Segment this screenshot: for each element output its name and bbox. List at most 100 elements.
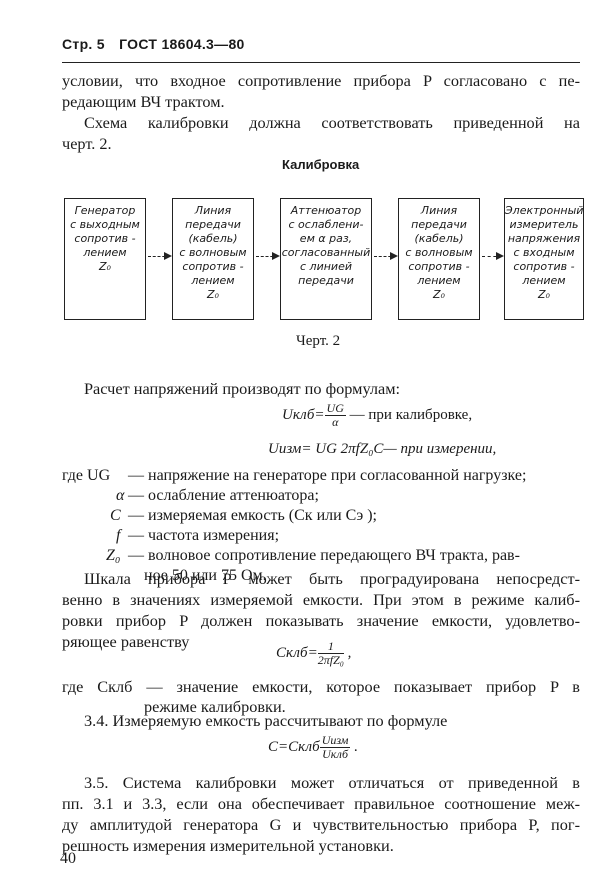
box-text: сопротив - xyxy=(513,260,575,273)
standard-number: ГОСТ 18604.3—80 xyxy=(119,36,245,52)
calc-intro: Расчет напряжений производят по формулам… xyxy=(84,379,401,398)
definition-text: — ослабление аттенюатора; xyxy=(128,487,319,504)
definition-list: где UG — напряжение на генераторе при со… xyxy=(62,466,582,586)
box-text: с волновым xyxy=(179,246,247,259)
definition-text: ное 50 или 75 Ом. xyxy=(144,567,267,584)
arrow-3 xyxy=(374,252,398,260)
denominator: 2πfZ₀ xyxy=(317,653,344,667)
box-text: с входным xyxy=(513,246,575,259)
generator-box: Генератор с выходным сопротив - лением Z… xyxy=(64,198,146,320)
diagram-title: Калибровка xyxy=(282,157,360,172)
intro-line-1: условии, что входное сопротивление прибо… xyxy=(62,71,580,90)
numerator: 1 xyxy=(317,640,344,654)
denominator: Uклб xyxy=(322,747,349,761)
attenuator-box: Аттенюатор с ослаблени- ем α раз, соглас… xyxy=(280,198,372,320)
box-text: (кабель) xyxy=(414,232,464,245)
box-text: ем α раз, xyxy=(299,232,353,245)
definition-symbol: f xyxy=(116,527,121,544)
intro-line-4: черт. 2. xyxy=(62,134,112,153)
box-text: согласованный xyxy=(281,246,371,259)
denominator: α xyxy=(332,415,339,429)
definition-row: α — ослабление аттенюатора; xyxy=(62,486,582,506)
box-text: сопротив - xyxy=(408,260,470,273)
box-text: передачи xyxy=(411,218,467,231)
box-text: с выходным xyxy=(70,218,140,231)
numerator: Uизм xyxy=(319,733,351,748)
definition-row: f — частота измерения; xyxy=(62,526,582,546)
box-text: Линия xyxy=(194,204,232,217)
box-text: сопротив - xyxy=(74,232,136,245)
scale-line-3: ровки прибор P должен показывать значени… xyxy=(62,611,580,630)
box-text: Z₀ xyxy=(538,288,550,301)
box-text: сопротив - xyxy=(182,260,244,273)
definition-symbol: Z₀ xyxy=(106,547,121,564)
definition-text: — волновое сопротивление передающего ВЧ … xyxy=(128,547,520,564)
section-3-5-line-4: решность измерения измерительной установ… xyxy=(62,836,394,855)
box-text: Линия xyxy=(420,204,458,217)
header-rule xyxy=(62,62,580,63)
scale-line-6: режиме калибровки. xyxy=(144,697,286,716)
cable-box-2: Линия передачи (кабель) с волновым сопро… xyxy=(398,198,480,320)
box-text: Генератор xyxy=(74,204,136,217)
page-label: Стр. 5 xyxy=(62,36,105,52)
box-text: с линией xyxy=(300,260,352,273)
formula-lhs: Uклб= xyxy=(282,406,325,423)
box-text: Z₀ xyxy=(207,288,219,301)
definition-text: — измеряемая емкость (Cк или Cэ ); xyxy=(128,507,377,524)
definition-text: — напряжение на генераторе при согласова… xyxy=(128,467,527,484)
definition-row: C — измеряемая емкость (Cк или Cэ ); xyxy=(62,506,582,526)
box-text: Z₀ xyxy=(99,260,111,273)
box-text: (кабель) xyxy=(188,232,238,245)
definition-symbol: C xyxy=(110,507,121,524)
figure-caption: Черт. 2 xyxy=(296,333,341,349)
section-3-4: 3.4. Измеряемую емкость рассчитывают по … xyxy=(84,711,448,730)
formula-measurement: Uизм= UG 2πfZ₀C— при измерении, xyxy=(268,441,497,457)
box-text: Аттенюатор xyxy=(290,204,362,217)
box-text: передачи xyxy=(298,274,354,287)
box-text: с волновым xyxy=(405,246,473,259)
scale-line-2: венно в значениях измеряемой емкости. Пр… xyxy=(62,590,580,609)
definition-symbol: где UG xyxy=(62,467,111,484)
section-3-5-line-3: ду амплитудой генератора G и чувствитель… xyxy=(62,815,580,834)
box-text: лением xyxy=(83,246,127,259)
definition-row: ное 50 или 75 Ом. xyxy=(62,566,582,586)
arrow-1 xyxy=(148,252,172,260)
formula-note: — при калибровке, xyxy=(349,406,473,423)
cable-box-1: Линия передачи (кабель) с волновым сопро… xyxy=(172,198,254,320)
voltmeter-box: Электронный измеритель напряжения с вход… xyxy=(504,198,584,320)
definition-row: где UG — напряжение на генераторе при со… xyxy=(62,466,582,486)
scale-line-5: где Cклб — значение емкости, которое пок… xyxy=(62,677,580,696)
formula-tail: , xyxy=(347,644,352,661)
calibration-diagram: Генератор с выходным сопротив - лением Z… xyxy=(64,198,584,322)
box-text: лением xyxy=(522,274,566,287)
definition-symbol: α xyxy=(116,487,125,504)
arrow-4 xyxy=(482,252,504,260)
box-text: напряжения xyxy=(507,232,581,245)
box-text: лением xyxy=(417,274,461,287)
intro-line-2: редающим ВЧ трактом. xyxy=(62,92,225,111)
box-text: Z₀ xyxy=(433,288,445,301)
box-text: передачи xyxy=(185,218,241,231)
box-text: измеритель xyxy=(509,218,579,231)
arrow-2 xyxy=(256,252,280,260)
definition-text: — частота измерения; xyxy=(128,527,280,544)
box-text: Электронный xyxy=(505,204,584,217)
page-header: Стр. 5 ГОСТ 18604.3—80 xyxy=(62,36,255,52)
section-3-5-line-1: 3.5. Система калибровки может отличаться… xyxy=(84,773,580,792)
box-text: с ослаблени- xyxy=(288,218,364,231)
scale-line-4: ряющее равенству xyxy=(62,632,190,651)
section-3-5-line-2: пп. 3.1 и 3.3, если она обеспечивает пра… xyxy=(62,794,580,813)
intro-line-3: Схема калибровки должна соответствовать … xyxy=(84,113,580,132)
formula-lhs: C=Cклб xyxy=(268,738,320,755)
numerator: UG xyxy=(324,401,346,416)
formula-lhs: Cклб= xyxy=(276,644,318,661)
page-number: 40 xyxy=(60,850,76,867)
scale-line-1: Шкала прибора P может быть проградуирова… xyxy=(84,569,580,588)
formula-tail: . xyxy=(354,738,358,755)
